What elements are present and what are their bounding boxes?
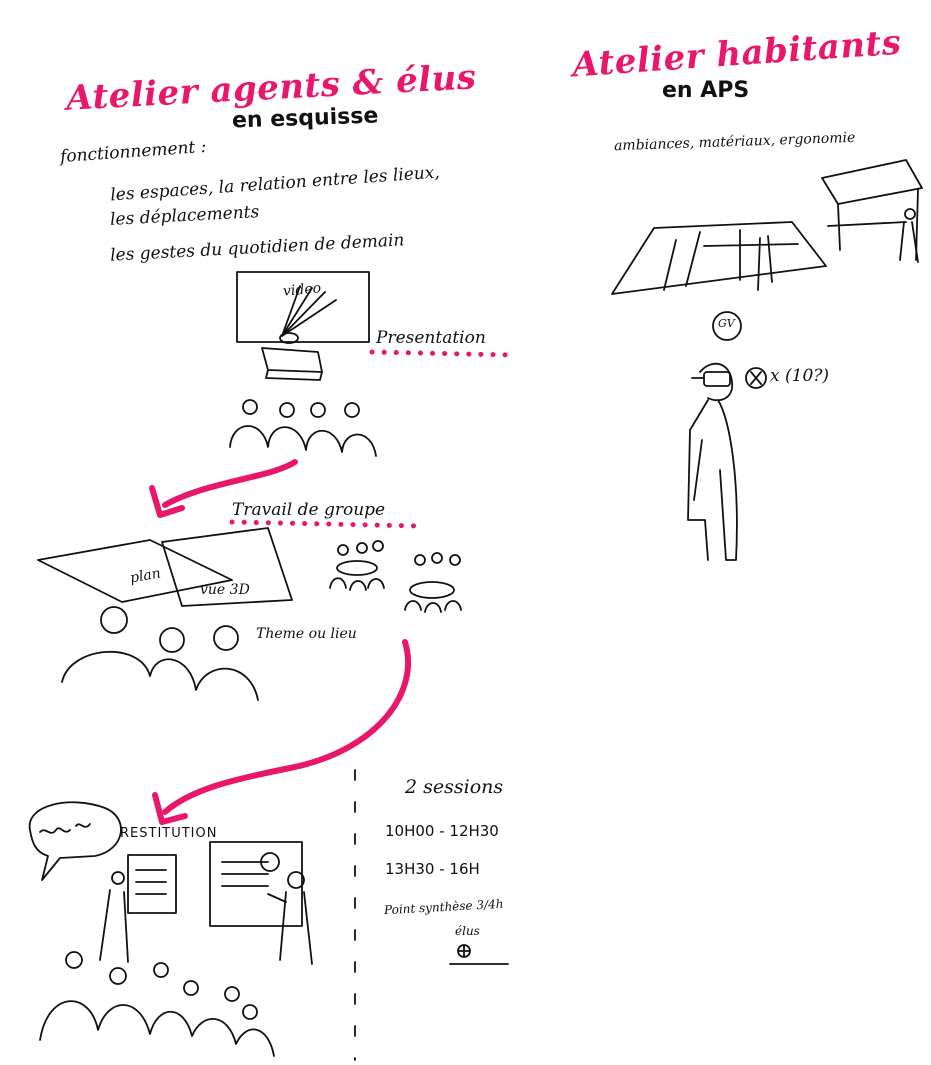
flow-arrow-2 — [162, 639, 412, 815]
speech-bubble-icon — [28, 801, 122, 881]
video-screen-icon — [236, 271, 370, 381]
plan-table-icon — [611, 221, 827, 295]
right-subtitle: en APS — [662, 78, 750, 103]
vue3d-label: vue 3D — [200, 582, 250, 598]
elus-label: élus — [455, 924, 480, 938]
multiplier-label: x (10?) — [770, 366, 830, 386]
participants-icon — [61, 606, 259, 701]
flow-arrow-1 — [162, 459, 298, 508]
plan-sheets-icon — [37, 527, 293, 607]
vr-person-icon — [687, 362, 738, 561]
sessions-title: 2 sessions — [405, 776, 504, 798]
theme-label: Theme ou lieu — [256, 626, 357, 642]
market-stall-icon — [821, 159, 923, 263]
left-subtitle: en esquisse — [231, 103, 379, 134]
audience-icon — [229, 399, 377, 457]
vr-badge-label: GV — [718, 317, 735, 330]
elus-plus-icon — [449, 944, 509, 965]
travail-underline — [229, 519, 423, 529]
session-slot-1: 10H00 - 12H30 — [385, 822, 499, 840]
presentation-label: Presentation — [376, 328, 486, 348]
restitution-label: RESTITUTION — [120, 826, 218, 841]
group-work-icon — [329, 540, 462, 613]
session-slot-2: 13H30 - 16H — [385, 860, 480, 878]
vr-badge-circle — [712, 311, 742, 341]
travail-label: Travail de groupe — [232, 500, 386, 520]
presentation-underline — [369, 349, 515, 358]
x-badge-circle — [745, 367, 767, 389]
restitution-boards-icon — [99, 841, 313, 965]
restitution-audience-icon — [39, 951, 275, 1057]
video-label: video — [282, 280, 322, 300]
